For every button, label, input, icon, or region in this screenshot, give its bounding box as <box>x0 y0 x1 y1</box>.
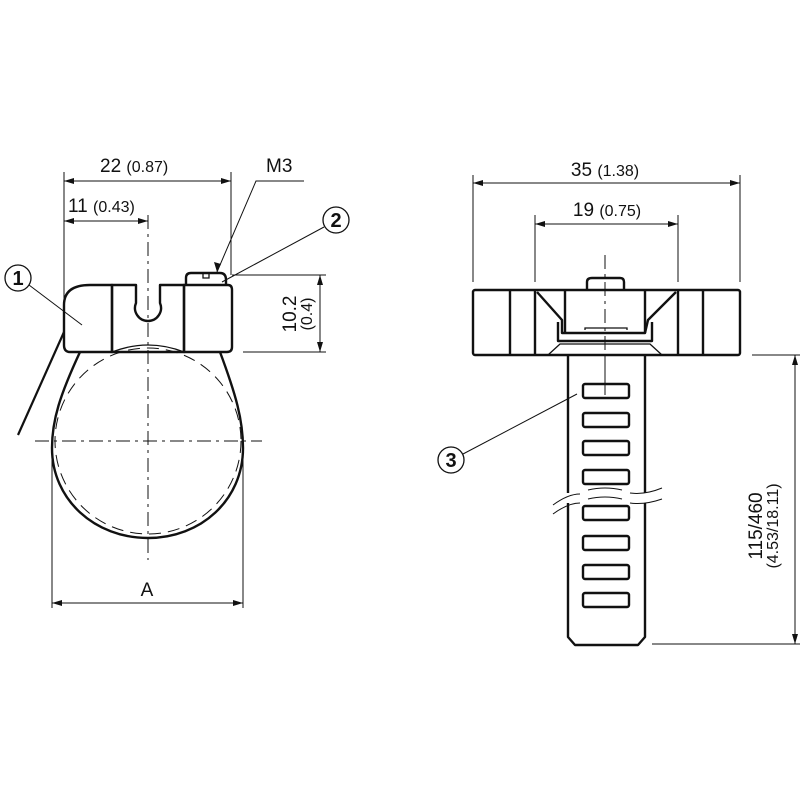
screw-slot <box>202 273 210 279</box>
band-slot <box>581 534 631 552</box>
callout-3-label: 3 <box>445 450 456 472</box>
screw-head <box>184 271 228 285</box>
clamp-band <box>566 355 647 647</box>
head-cavity <box>536 291 677 335</box>
dim-a-label: A <box>141 580 154 601</box>
screw-bottom <box>584 327 628 330</box>
hose-clamp-top-view: 35 (1.38) 19 (0.75) 115/460 (4.53/18.11)… <box>437 160 800 647</box>
dim-19-label: 19 (0.75) <box>573 200 641 221</box>
housing-cap <box>62 283 114 354</box>
band-slots <box>581 382 631 609</box>
callout-2-circle <box>322 206 350 234</box>
callout-3-leader <box>462 393 578 455</box>
band-slot <box>581 504 631 522</box>
break-marks <box>552 487 663 515</box>
dim-35-label: 35 (1.38) <box>571 160 639 181</box>
m3-leader-arrow <box>214 262 221 272</box>
screw-head <box>585 276 626 290</box>
svg-text:10.2: 10.2 <box>280 296 301 333</box>
band-slot <box>581 563 631 581</box>
clamp-head <box>471 288 742 357</box>
break-line-bottom <box>552 496 663 515</box>
callout-3-circle <box>437 446 465 474</box>
svg-text:115/460: 115/460 <box>746 492 767 559</box>
callout-2-label: 2 <box>330 210 341 232</box>
hose-outline <box>54 347 242 535</box>
band-inner-curve <box>111 344 185 353</box>
head-cavity-walls <box>563 290 647 333</box>
head-cavity-inner <box>556 322 654 343</box>
band-slot <box>581 382 631 400</box>
dim-length-label: 115/460 (4.53/18.11) <box>746 483 782 568</box>
dim-10-2-label: 10.2 (0.4) <box>280 296 316 333</box>
dim-11-label: 11 (0.43) <box>68 196 135 217</box>
svg-text:(4.53/18.11): (4.53/18.11) <box>765 483 782 568</box>
band-slot <box>581 411 631 429</box>
callout-1-leader <box>28 284 83 326</box>
band-slot <box>581 468 631 486</box>
wire <box>16 331 66 436</box>
band-slot <box>581 591 631 609</box>
housing-screw-part <box>182 283 234 354</box>
thread-label: M3 <box>266 156 292 177</box>
svg-text:(0.4): (0.4) <box>299 298 316 331</box>
clamp-band <box>50 351 245 540</box>
hose-clamp-side-view: 22 (0.87) 11 (0.43) M3 10.2 (0.4) A 1 2 <box>4 156 350 608</box>
break-line-top <box>552 487 663 506</box>
head-cavity-bottom <box>547 343 663 356</box>
housing-slot-part <box>110 283 186 354</box>
m3-leader <box>216 180 304 273</box>
callout-1-label: 1 <box>12 268 23 290</box>
dim-22-label: 22 (0.87) <box>100 156 168 177</box>
callout-1-circle <box>4 264 32 292</box>
band-slot <box>581 439 631 457</box>
callout-2-leader <box>221 226 325 283</box>
